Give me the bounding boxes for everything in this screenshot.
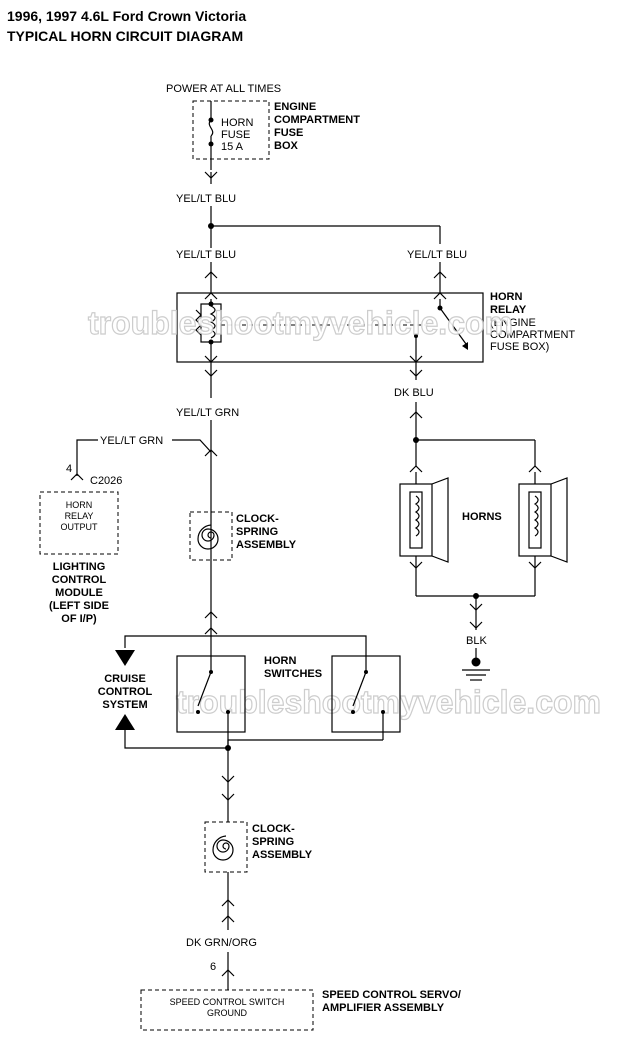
relay-label-4: COMPARTMENT — [490, 329, 575, 341]
horn-switches-line1: HORN — [264, 655, 296, 667]
connector-chevron-icon — [70, 473, 84, 481]
connector-chevron-icon — [221, 969, 235, 977]
clockspring-upper-line1: CLOCK- — [236, 513, 279, 525]
relay-label-5: FUSE BOX) — [490, 341, 549, 353]
relay-resistor-icon — [195, 309, 202, 336]
cruise-line2: CONTROL — [98, 686, 153, 698]
horn-switches-line2: SWITCHES — [264, 668, 322, 680]
wire-label-yel-lt-blu-left: YEL/LT BLU — [176, 249, 236, 261]
relay-label-3: (ENGINE — [490, 317, 536, 329]
horn-left — [399, 472, 449, 568]
lcm-name-2: CONTROL — [52, 574, 107, 586]
clockspring-lower-line1: CLOCK- — [252, 823, 295, 835]
wire-label-dk-grn-org: DK GRN/ORG — [186, 937, 257, 949]
connector-chevron-icon — [409, 411, 423, 419]
lcm-box-outline — [39, 491, 119, 555]
fuse-box-label-1: ENGINE — [274, 101, 316, 113]
connector-chevron-icon — [469, 603, 483, 611]
fuse-element-icon — [208, 119, 214, 137]
relay-coil-icon — [209, 305, 216, 339]
horn-coil-icon — [414, 495, 420, 537]
horn-fuse: HORN FUSE 15 A — [192, 100, 270, 160]
relay-label-1: HORN — [490, 291, 522, 303]
wire-label-yel-lt-blu-right: YEL/LT BLU — [407, 249, 467, 261]
cruise-arrow-down-icon — [115, 650, 135, 666]
cruise-line1: CRUISE — [104, 673, 146, 685]
wire-label-yel-lt-blu-top: YEL/LT BLU — [176, 193, 236, 205]
connector-chevron-icon — [469, 621, 483, 629]
ground-point — [471, 657, 481, 667]
switch-contact — [197, 671, 212, 707]
connector-chevron-icon — [204, 449, 218, 457]
lcm-inner-3: OUTPUT — [61, 522, 99, 532]
horn-relay — [176, 292, 484, 363]
speed-control-name-1: SPEED CONTROL SERVO/ — [322, 989, 461, 1001]
fuse-label-line1: HORN — [221, 117, 253, 129]
watermark-top: troubleshootmyvehicle.com — [88, 305, 513, 341]
power-label: POWER AT ALL TIMES — [166, 83, 281, 95]
clockspring-upper-line2: SPRING — [236, 526, 278, 538]
clockspring-upper-line3: ASSEMBLY — [236, 539, 297, 551]
clockspring-lower-line2: SPRING — [252, 836, 294, 848]
connector-chevron-icon — [433, 271, 447, 279]
lcm-inner-2: RELAY — [65, 511, 94, 521]
fuse-label-line3: 15 A — [221, 141, 244, 153]
lcm-name-1: LIGHTING — [53, 561, 106, 573]
lcm-pin: 4 — [66, 463, 72, 475]
connector-chevron-icon — [204, 271, 218, 279]
cruise-line3: SYSTEM — [102, 699, 147, 711]
wire-label-dk-blu: DK BLU — [394, 387, 434, 399]
title-line-2: TYPICAL HORN CIRCUIT DIAGRAM — [7, 28, 243, 44]
connector-chevron-icon — [221, 775, 235, 783]
lcm-name-3: MODULE — [55, 587, 103, 599]
fuse-label-line2: FUSE — [221, 129, 250, 141]
title-line-1: 1996, 1997 4.6L Ford Crown Victoria — [7, 8, 246, 24]
speed-control-inner-2: GROUND — [207, 1008, 247, 1018]
clockspring-lower-line3: ASSEMBLY — [252, 849, 313, 861]
lcm-name-4: (LEFT SIDE — [49, 600, 109, 612]
clockspring-spiral-icon — [197, 524, 219, 550]
lcm-connector: C2026 — [90, 475, 122, 487]
horn-switch-right — [331, 655, 401, 740]
connector-chevron-icon — [221, 899, 235, 907]
cruise-arrow-up-icon — [115, 714, 135, 730]
relay-label-2: RELAY — [490, 304, 527, 316]
ground-icon — [462, 669, 490, 681]
connector-chevron-icon — [204, 369, 218, 377]
connector-chevron-icon — [409, 369, 423, 377]
wire-label-blk: BLK — [466, 635, 487, 647]
relay-switch-contact — [439, 307, 467, 345]
speed-control-name-2: AMPLIFIER ASSEMBLY — [322, 1002, 445, 1014]
horns-label: HORNS — [462, 511, 502, 523]
wire-label-yel-lt-grn: YEL/LT GRN — [176, 407, 239, 419]
horn-coil-icon — [533, 495, 539, 537]
horn-right — [518, 472, 568, 568]
connector-chevron-icon — [221, 915, 235, 923]
lcm-name-5: OF I/P) — [61, 613, 97, 625]
speed-control-pin: 6 — [210, 961, 216, 973]
fuse-box-outline — [192, 100, 270, 160]
watermark-bottom: troubleshootmyvehicle.com — [176, 684, 601, 720]
fuse-box-label-3: FUSE — [274, 127, 303, 139]
clockspring-lower — [204, 821, 248, 873]
connector-chevron-icon — [221, 793, 235, 801]
relay-box-outline — [176, 292, 484, 363]
wire-label-yel-lt-grn-left: YEL/LT GRN — [100, 435, 163, 447]
lcm-inner-1: HORN — [66, 500, 93, 510]
clockspring-upper — [189, 511, 233, 561]
fuse-box-label-2: COMPARTMENT — [274, 114, 360, 126]
clockspring-spiral-icon — [212, 835, 234, 861]
speed-control-box-outline — [140, 989, 314, 1031]
switch-contact — [352, 671, 367, 707]
fuse-box-label-4: BOX — [274, 140, 299, 152]
speed-control-inner-1: SPEED CONTROL SWITCH — [170, 997, 285, 1007]
